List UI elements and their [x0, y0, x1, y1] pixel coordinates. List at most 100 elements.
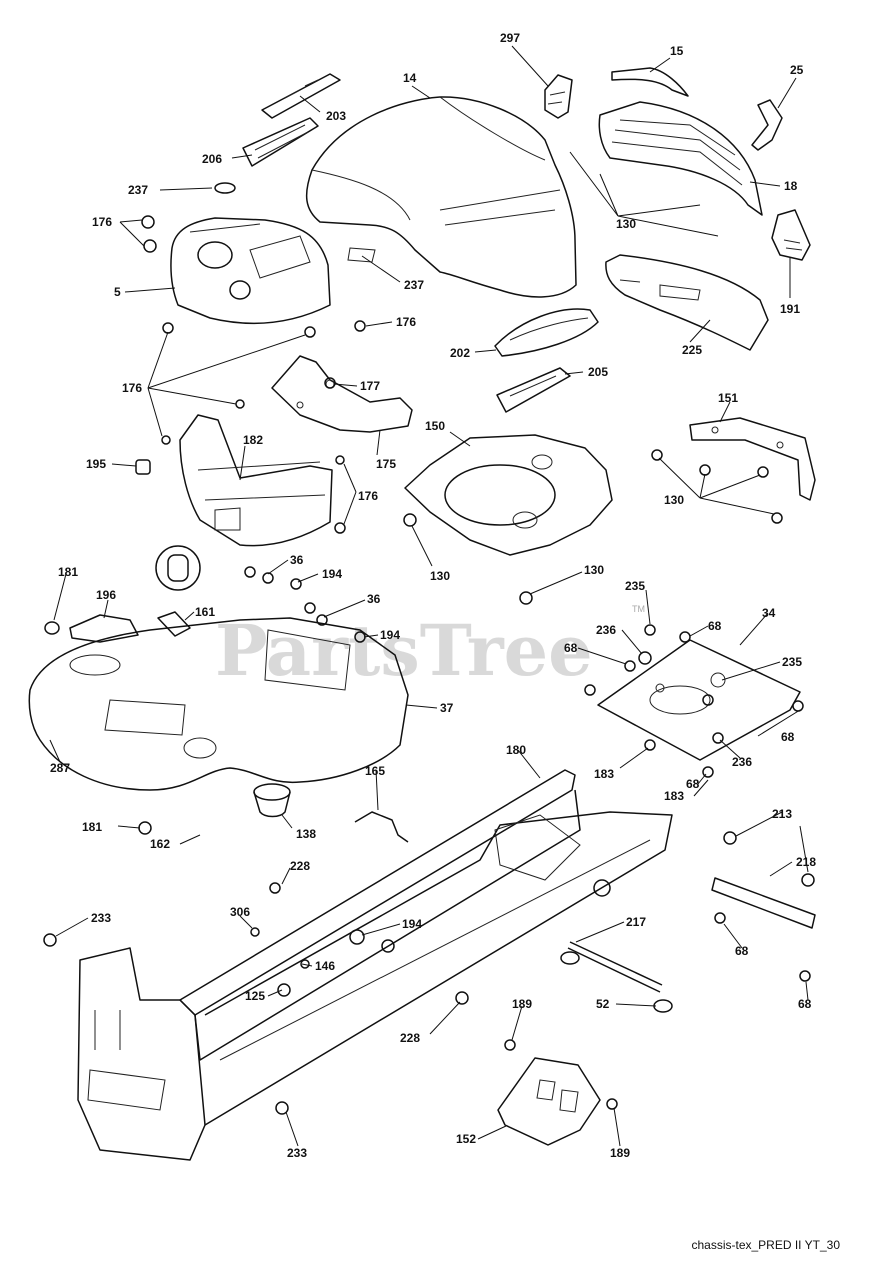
callout-306: 306 [230, 905, 250, 919]
callout-213: 213 [772, 807, 792, 821]
part-grille-18 [598, 101, 763, 216]
callout-165: 165 [365, 764, 385, 778]
callout-195: 195 [86, 457, 106, 471]
callout-36-a: 36 [290, 553, 304, 567]
part-218 [711, 877, 816, 929]
callout-181-b: 181 [82, 820, 102, 834]
watermark-trademark: TM [632, 604, 645, 614]
callout-225: 225 [682, 343, 702, 357]
callout-150: 150 [425, 419, 445, 433]
callout-218: 218 [796, 855, 816, 869]
callout-175: 175 [376, 457, 396, 471]
callout-130-d: 130 [584, 563, 604, 577]
callout-52: 52 [596, 997, 610, 1011]
callout-15: 15 [670, 44, 684, 58]
callout-206: 206 [202, 152, 222, 166]
part-grommet-237 [214, 182, 236, 194]
callout-18: 18 [784, 179, 798, 193]
callout-162: 162 [150, 837, 170, 851]
callout-180: 180 [506, 743, 526, 757]
callout-181-a: 181 [58, 565, 78, 579]
callout-287: 287 [50, 761, 70, 775]
watermark-text: PartsTree [215, 609, 593, 692]
part-bracket-151 [689, 417, 816, 501]
part-rod-165 [354, 811, 409, 843]
part-hood [305, 96, 577, 298]
part-195 [135, 459, 151, 475]
callout-194-a: 194 [322, 567, 342, 581]
part-plate-34 [597, 639, 801, 761]
callout-14: 14 [403, 71, 417, 85]
part-138 [253, 783, 291, 818]
callout-68-c: 68 [781, 730, 795, 744]
callout-68-f: 68 [798, 997, 812, 1011]
callout-233-a: 233 [91, 911, 111, 925]
callout-68-b: 68 [564, 641, 578, 655]
callout-152: 152 [456, 1132, 476, 1146]
callout-194-c: 194 [402, 917, 422, 931]
callout-25: 25 [790, 63, 804, 77]
callout-189-b: 189 [610, 1146, 630, 1160]
callout-161: 161 [195, 605, 215, 619]
callout-235-a: 235 [625, 579, 645, 593]
callout-68-a: 68 [708, 619, 722, 633]
callout-235-b: 235 [782, 655, 802, 669]
part-205 [496, 367, 571, 413]
part-axle-217 [560, 941, 673, 1013]
part-fender-37 [28, 617, 409, 791]
callout-68-e: 68 [735, 944, 749, 958]
callout-36-b: 36 [367, 592, 381, 606]
part-191 [771, 209, 811, 261]
callout-37: 37 [440, 701, 454, 715]
part-trim-15 [611, 67, 689, 97]
part-203 [261, 73, 341, 119]
callout-228-b: 228 [400, 1031, 420, 1045]
callout-189-a: 189 [512, 997, 532, 1011]
callout-5: 5 [114, 285, 121, 299]
callout-196: 196 [96, 588, 116, 602]
callout-237-a: 237 [128, 183, 148, 197]
diagram-reference-code: chassis-tex_PRED II YT_30 [691, 1238, 840, 1252]
callout-191: 191 [780, 302, 800, 316]
callout-34: 34 [762, 606, 776, 620]
callout-228-a: 228 [290, 859, 310, 873]
callout-205: 205 [588, 365, 608, 379]
callout-130-c: 130 [430, 569, 450, 583]
callout-176-b: 176 [396, 315, 416, 329]
part-202 [494, 308, 599, 357]
callout-217: 217 [626, 915, 646, 929]
part-206 [242, 117, 319, 167]
part-bracket-297 [544, 74, 573, 119]
callout-182: 182 [243, 433, 263, 447]
callout-177: 177 [360, 379, 380, 393]
callout-125: 125 [245, 989, 265, 1003]
callout-183-a: 183 [594, 767, 614, 781]
callout-194-b: 194 [380, 628, 400, 642]
callout-176-c: 176 [122, 381, 142, 395]
part-grip-161 [155, 545, 201, 637]
part-frame-main [77, 811, 673, 1161]
callout-176-d: 176 [358, 489, 378, 503]
callout-151: 151 [718, 391, 738, 405]
callout-176-a: 176 [92, 215, 112, 229]
callout-labels: 297 15 14 25 203 206 18 130 237 176 237 … [50, 31, 816, 1160]
callout-237-b: 237 [404, 278, 424, 292]
callout-183-b: 183 [664, 789, 684, 803]
callout-138: 138 [296, 827, 316, 841]
fasteners [43, 215, 815, 1115]
callout-68-d: 68 [686, 777, 700, 791]
callout-130-b: 130 [664, 493, 684, 507]
part-clip-25 [751, 99, 783, 151]
part-bracket-175 [271, 355, 413, 433]
callout-202: 202 [450, 346, 470, 360]
callout-233-b: 233 [287, 1146, 307, 1160]
leader-lines [49, 45, 809, 1147]
part-196 [69, 614, 139, 643]
callout-236-b: 236 [732, 755, 752, 769]
part-bumper-225 [605, 254, 769, 351]
part-seat-plate-150 [404, 434, 613, 556]
callout-203: 203 [326, 109, 346, 123]
callout-146: 146 [315, 959, 335, 973]
callout-130-a: 130 [616, 217, 636, 231]
